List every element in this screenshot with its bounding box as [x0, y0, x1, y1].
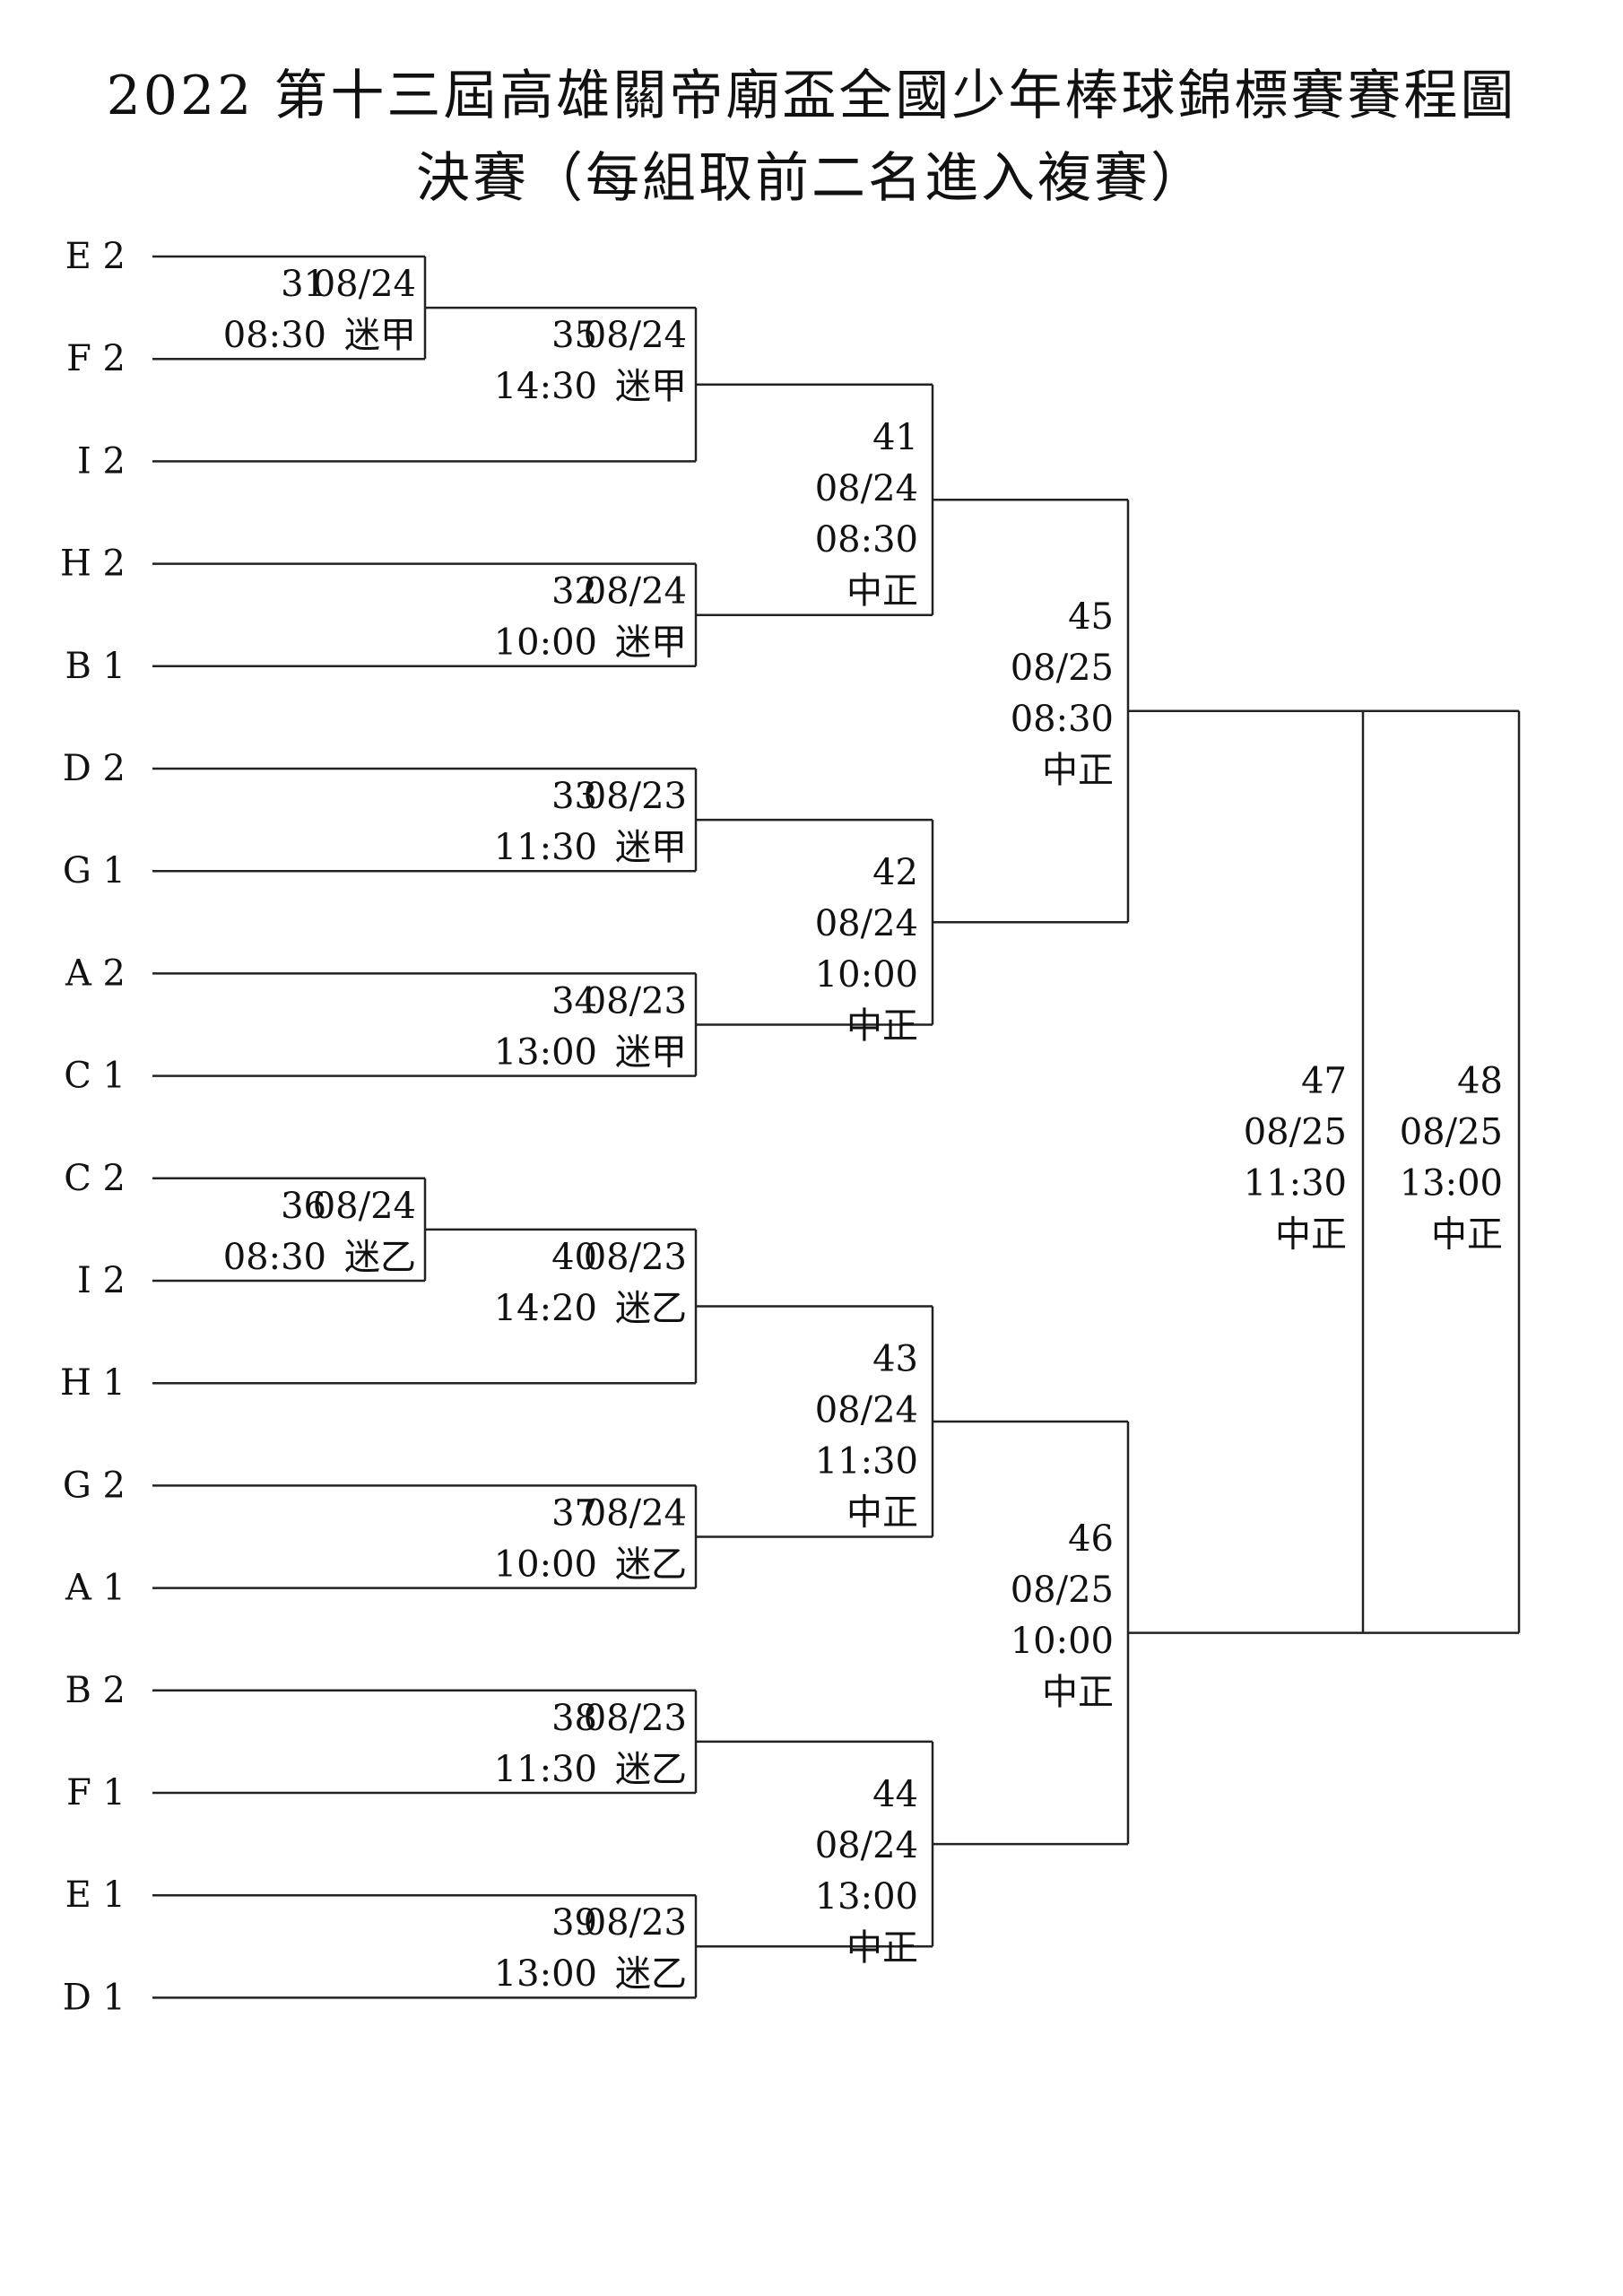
- game-time: 10:00: [494, 622, 597, 664]
- game-time: 11:30: [815, 1441, 918, 1483]
- game-number: 43: [872, 1339, 918, 1380]
- page-title: 2022 第十三屆高雄關帝廟盃全國少年棒球錦標賽賽程圖: [106, 65, 1517, 127]
- game-date: 08/24: [313, 1186, 416, 1227]
- game-date: 08/24: [584, 571, 687, 613]
- game-venue: 迷乙: [615, 1953, 687, 1995]
- game-date: 08/25: [1011, 1570, 1114, 1611]
- team-label: D 2: [63, 748, 126, 789]
- team-label: F 1: [66, 1772, 126, 1813]
- team-label: E 2: [65, 236, 126, 277]
- team-label: F 2: [66, 338, 126, 379]
- game-date: 08/24: [815, 1390, 918, 1431]
- game-date: 08/24: [815, 1825, 918, 1866]
- team-label: B 1: [65, 646, 126, 687]
- game-date: 08/23: [584, 1237, 687, 1278]
- game-number: 31: [281, 264, 326, 305]
- game-time: 14:20: [494, 1288, 597, 1329]
- game-venue: 中正: [1431, 1214, 1503, 1256]
- team-label: H 1: [60, 1362, 126, 1404]
- game-time: 10:00: [815, 954, 918, 996]
- game-venue: 迷乙: [344, 1237, 416, 1278]
- game-date: 08/24: [584, 315, 687, 356]
- game-venue: 迷乙: [615, 1288, 687, 1329]
- game-number: 42: [872, 852, 918, 893]
- game-date: 08/25: [1011, 648, 1114, 689]
- page-subtitle: 決賽（每組取前二名進入複賽）: [416, 147, 1207, 210]
- game-time: 08:30: [1011, 699, 1114, 740]
- team-label: G 2: [63, 1465, 126, 1506]
- game-time: 13:00: [494, 1953, 597, 1995]
- game-number: 34: [551, 980, 597, 1022]
- team-label: A 1: [65, 1568, 126, 1609]
- team-label: B 2: [65, 1670, 126, 1711]
- game-time: 13:00: [494, 1031, 597, 1073]
- team-label: H 2: [60, 544, 126, 585]
- game-venue: 迷乙: [615, 1749, 687, 1790]
- game-number: 38: [551, 1698, 597, 1739]
- game-number: 35: [551, 315, 597, 356]
- game-venue: 中正: [1275, 1214, 1347, 1256]
- game-date: 08/25: [1400, 1112, 1503, 1153]
- game-venue: 迷甲: [615, 1031, 687, 1073]
- game-date: 08/24: [815, 468, 918, 509]
- game-number: 39: [551, 1902, 597, 1944]
- game-time: 11:30: [1244, 1163, 1347, 1205]
- game-venue: 迷甲: [615, 622, 687, 664]
- game-date: 08/24: [313, 264, 416, 305]
- game-number: 37: [551, 1492, 597, 1534]
- game-number: 32: [551, 571, 597, 613]
- game-number: 46: [1068, 1518, 1114, 1560]
- game-time: 13:00: [1400, 1163, 1503, 1205]
- game-number: 41: [872, 417, 918, 458]
- team-label: I 2: [77, 1260, 126, 1301]
- game-venue: 中正: [1042, 750, 1114, 791]
- game-number: 45: [1068, 596, 1114, 638]
- team-label: E 1: [65, 1874, 126, 1916]
- game-time: 10:00: [494, 1544, 597, 1585]
- game-number: 40: [551, 1237, 597, 1278]
- game-venue: 中正: [846, 570, 918, 612]
- game-number: 36: [281, 1186, 326, 1227]
- game-venue: 中正: [1042, 1672, 1114, 1713]
- game-time: 08:30: [815, 519, 918, 561]
- game-time: 08:30: [223, 1237, 326, 1278]
- game-time: 11:30: [494, 1749, 597, 1790]
- game-number: 48: [1457, 1061, 1503, 1102]
- game-venue: 迷甲: [344, 315, 416, 356]
- game-date: 08/25: [1244, 1112, 1347, 1153]
- game-number: 47: [1301, 1061, 1347, 1102]
- game-number: 33: [551, 776, 597, 817]
- game-venue: 中正: [846, 1005, 918, 1047]
- game-venue: 迷乙: [615, 1544, 687, 1585]
- game-time: 13:00: [815, 1876, 918, 1918]
- game-time: 14:30: [494, 366, 597, 407]
- game-time: 08:30: [223, 315, 326, 356]
- game-time: 11:30: [494, 827, 597, 868]
- game-date: 08/23: [584, 776, 687, 817]
- game-venue: 迷甲: [615, 827, 687, 868]
- team-label: C 2: [64, 1158, 126, 1199]
- game-time: 10:00: [1011, 1621, 1114, 1662]
- team-label: D 1: [63, 1977, 126, 2018]
- team-label: G 1: [63, 850, 126, 891]
- team-label: C 1: [64, 1056, 126, 1097]
- game-date: 08/24: [584, 1492, 687, 1534]
- game-date: 08/23: [584, 980, 687, 1022]
- game-venue: 中正: [846, 1492, 918, 1534]
- game-venue: 中正: [846, 1927, 918, 1969]
- team-label: I 2: [77, 440, 126, 482]
- game-venue: 迷甲: [615, 366, 687, 407]
- team-label: A 2: [65, 952, 126, 994]
- game-number: 44: [872, 1774, 918, 1815]
- game-date: 08/23: [584, 1698, 687, 1739]
- game-date: 08/23: [584, 1902, 687, 1944]
- game-date: 08/24: [815, 903, 918, 944]
